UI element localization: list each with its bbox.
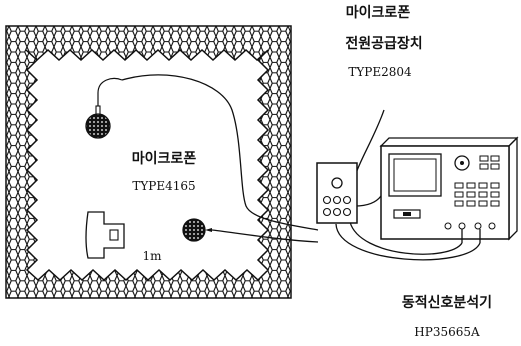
microphone-label: 마이크로폰 xyxy=(132,150,197,167)
power-supply-label-2: 전원공급장치 xyxy=(345,35,422,52)
power-supply-unit xyxy=(316,162,358,224)
sound-source xyxy=(85,211,125,259)
power-supply-label: 마이크로폰 xyxy=(346,4,411,21)
power-supply-model: TYPE2804 xyxy=(348,65,412,79)
test-microphone xyxy=(182,218,212,242)
microphone-model: TYPE4165 xyxy=(132,179,195,193)
signal-analyzer xyxy=(379,136,519,243)
anechoic-chamber xyxy=(5,25,292,299)
cables xyxy=(121,74,481,261)
distance-label: 1m xyxy=(142,249,162,263)
analyzer-label: 동적신호분석기 xyxy=(402,294,492,311)
upper-microphone xyxy=(85,77,123,139)
analyzer-model: HP35665A xyxy=(414,325,480,339)
